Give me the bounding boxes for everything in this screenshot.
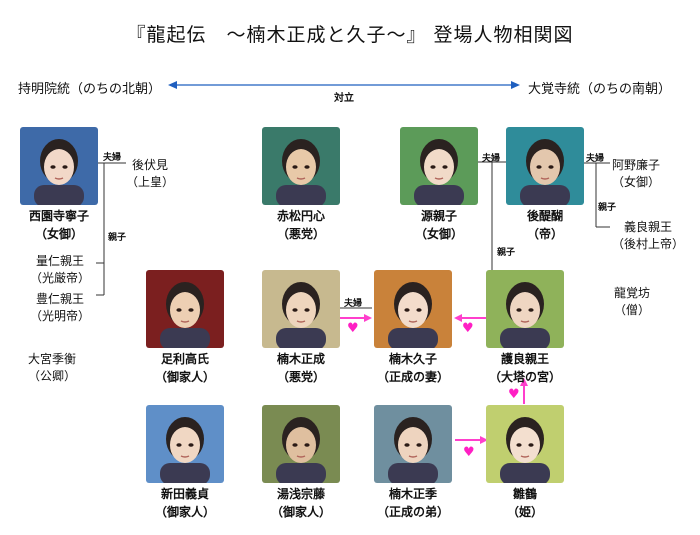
character-role: （公卿） [28, 369, 77, 383]
portrait-image [262, 405, 340, 483]
character-norinaga: 義良親王 （後村上帝） [612, 219, 684, 253]
faction-southern: 大覚寺統（のちの南朝） [528, 82, 672, 97]
character-omiya: 大宮季衡 （公卿） [28, 351, 76, 385]
character-name: 後伏見 [132, 158, 169, 172]
spouse-label-masashige: 夫婦 [344, 299, 363, 309]
portrait-image [486, 270, 564, 348]
character-name: 豊仁親王 [36, 292, 85, 306]
character-name: 楠木正季 [388, 487, 437, 501]
character-role: （御家人） [270, 505, 331, 519]
spouse-label-minamoto: 夫婦 [482, 154, 501, 164]
character-hisako: 楠木久子 （正成の妻） [374, 270, 452, 386]
character-name: 赤松円心 [276, 209, 325, 223]
character-name: 足利高氏 [160, 352, 209, 366]
parent-child-label-godaigo: 親子 [497, 248, 516, 258]
character-role: （大塔の宮） [488, 370, 561, 384]
heart-icon: ♥ [462, 321, 474, 336]
character-name: 阿野廉子 [612, 158, 661, 172]
spouse-label-ano: 夫婦 [586, 154, 605, 164]
character-name: 義良親王 [624, 220, 673, 234]
character-role: （御家人） [154, 505, 215, 519]
character-name: 大宮季衡 [28, 352, 77, 366]
character-role: （女御） [612, 175, 661, 189]
character-name: 護良親王 [500, 352, 549, 366]
character-role: （僧） [614, 303, 651, 317]
heart-icon: ♥ [508, 387, 520, 402]
character-role: （光厳帝） [30, 271, 91, 285]
character-role: （後村上帝） [612, 237, 685, 251]
character-name: 量仁親王 [36, 254, 85, 268]
character-kazuhito: 量仁親王 （光厳帝） [30, 253, 90, 287]
conflict-label: 対立 [334, 93, 354, 104]
character-name: 源親子 [420, 209, 457, 223]
character-name: 龍覚坊 [614, 286, 651, 300]
parent-child-label-ano: 親子 [598, 203, 617, 213]
portrait-image [506, 127, 584, 205]
portrait-image [262, 127, 340, 205]
portrait-image [486, 405, 564, 483]
portrait-image [146, 405, 224, 483]
character-name: 新田義貞 [160, 487, 209, 501]
spouse-label-saionji: 夫婦 [103, 153, 122, 163]
character-moriyoshi: 護良親王 （大塔の宮） [486, 270, 564, 386]
portrait-image [262, 270, 340, 348]
character-name: 楠木久子 [388, 352, 437, 366]
character-ryukakubo: 龍覚坊 （僧） [614, 285, 650, 319]
character-role: （悪党） [276, 227, 325, 241]
character-name: 後醍醐 [526, 209, 563, 223]
character-role: （姫） [506, 505, 543, 519]
character-role: （光明帝） [30, 309, 91, 323]
character-role: （上皇） [126, 175, 175, 189]
portrait-image [20, 127, 98, 205]
character-ashikaga: 足利高氏 （御家人） [146, 270, 224, 386]
conflict-arrow [168, 81, 520, 89]
character-name: 湯浅宗藤 [276, 487, 325, 501]
character-minamoto: 源親子 （女御） [400, 127, 478, 243]
character-godaigo: 後醍醐 （帝） [506, 127, 584, 243]
character-gofushimi: 後伏見 （上皇） [126, 157, 174, 191]
heart-icon: ♥ [347, 321, 359, 336]
character-yuasa: 湯浅宗藤 （御家人） [262, 405, 340, 521]
character-role: （御家人） [154, 370, 215, 384]
character-akamatsu: 赤松円心 （悪党） [262, 127, 340, 243]
character-role: （帝） [526, 227, 563, 241]
character-hinatsuru: 雛鶴 （姫） [486, 405, 564, 521]
character-nitta: 新田義貞 （御家人） [146, 405, 224, 521]
character-masasue: 楠木正季 （正成の弟） [374, 405, 452, 521]
portrait-image [146, 270, 224, 348]
character-masashige: 楠木正成 （悪党） [262, 270, 340, 386]
character-yutahito: 豊仁親王 （光明帝） [30, 291, 90, 325]
heart-icon: ♥ [463, 445, 475, 460]
character-name: 西園寺寧子 [28, 209, 89, 223]
parent-child-label-gofushimi: 親子 [108, 233, 127, 243]
character-saionji: 西園寺寧子 （女御） [20, 127, 98, 243]
portrait-image [374, 270, 452, 348]
faction-northern: 持明院統（のちの北朝） [18, 82, 162, 97]
character-name: 楠木正成 [276, 352, 325, 366]
character-role: （正成の弟） [376, 505, 449, 519]
character-role: （女御） [34, 227, 83, 241]
diagram-title: 『龍起伝 ～楠木正成と久子～』 登場人物相関図 [126, 24, 574, 46]
portrait-image [400, 127, 478, 205]
character-role: （女御） [414, 227, 463, 241]
character-name: 雛鶴 [512, 487, 537, 501]
character-ano: 阿野廉子 （女御） [612, 157, 660, 191]
character-role: （悪党） [276, 370, 325, 384]
portrait-image [374, 405, 452, 483]
character-role: （正成の妻） [376, 370, 449, 384]
